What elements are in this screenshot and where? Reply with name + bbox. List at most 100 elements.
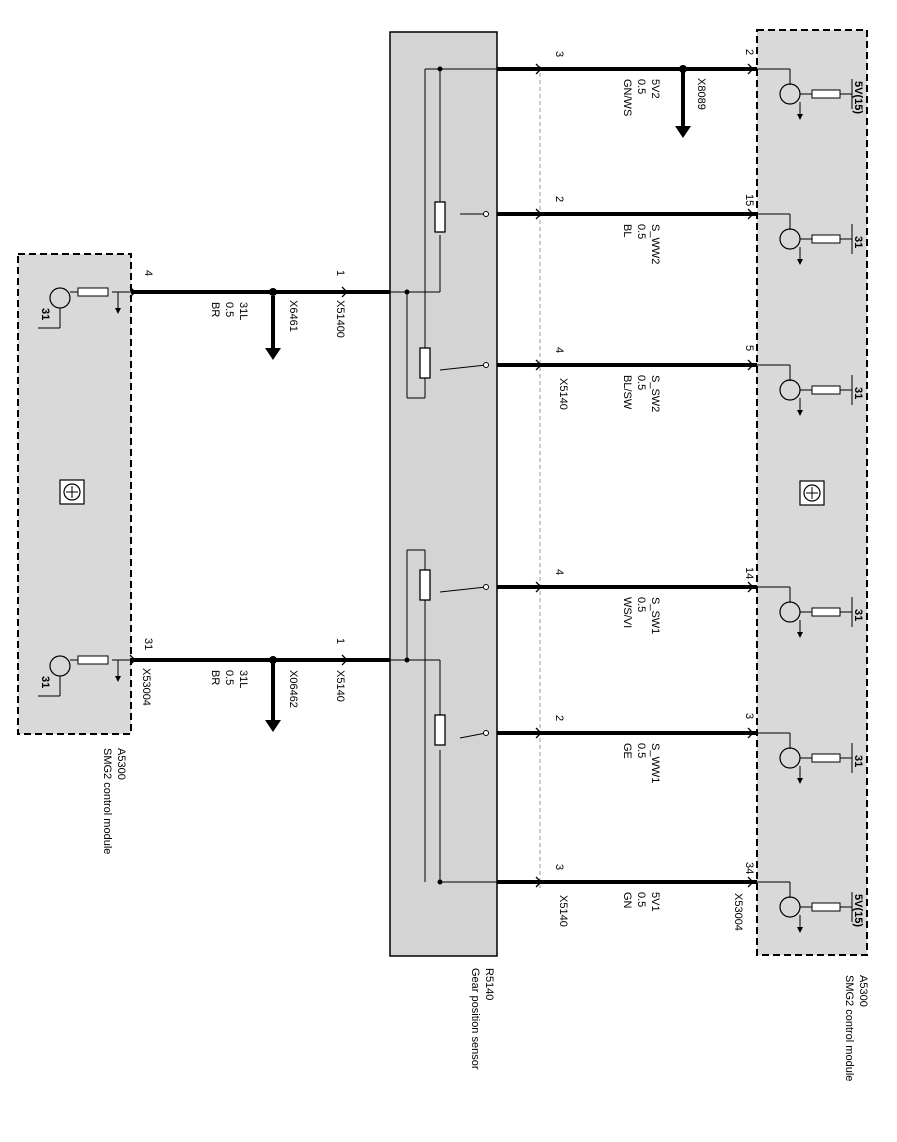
transistor-icon: 31 bbox=[38, 287, 131, 329]
connector-pin-mark bbox=[747, 63, 754, 75]
connector-pin-mark bbox=[747, 876, 754, 888]
sensor-pin-label: 3 bbox=[553, 51, 565, 57]
arrow bbox=[797, 114, 803, 120]
transistor-icon: 31 bbox=[757, 213, 864, 265]
wire-signal-label: 31L bbox=[237, 670, 249, 688]
connector-pin-mark bbox=[535, 876, 542, 888]
wire-signal-label: 5V2 bbox=[649, 79, 661, 99]
module-pin-label: 31 bbox=[142, 638, 154, 650]
connector-pin-mark bbox=[535, 581, 542, 593]
resistor bbox=[811, 89, 841, 99]
module-pin-label: 4 bbox=[142, 270, 154, 276]
wire-gauge-label: 0.5 bbox=[635, 892, 647, 907]
connector-pin-mark bbox=[535, 727, 542, 739]
resistor bbox=[811, 385, 841, 395]
resistor bbox=[77, 287, 109, 297]
connector-pin-mark bbox=[129, 286, 136, 298]
wire-signal-label: 5V1 bbox=[649, 892, 661, 912]
sensor-pin-label: 4 bbox=[553, 569, 565, 575]
wire-color-label: GN/WS bbox=[621, 79, 633, 116]
connector-pin-mark bbox=[129, 654, 136, 666]
connector-ground-lower: X06462 bbox=[287, 670, 299, 708]
sensor-pin-label: 2 bbox=[553, 196, 565, 202]
sensor-id: R5140 bbox=[483, 968, 495, 1000]
ground-label: 31 bbox=[852, 387, 864, 399]
arrow bbox=[115, 676, 121, 682]
transistor-icon: 31 bbox=[757, 586, 864, 638]
potentiometer bbox=[419, 569, 431, 601]
arrow bbox=[797, 927, 803, 933]
connector-pin-mark bbox=[747, 727, 754, 739]
right-module-name: SMG2 control module bbox=[843, 975, 855, 1081]
connector-sensor-right-upper: X5140 bbox=[557, 378, 569, 410]
module-pin-label: 5 bbox=[743, 345, 755, 351]
ground-label: 31 bbox=[852, 609, 864, 621]
connector-ground-upper: X6461 bbox=[287, 300, 299, 332]
arrow bbox=[797, 259, 803, 265]
right-module-connector: X53004 bbox=[732, 893, 744, 931]
resistor bbox=[811, 607, 841, 617]
connector-pin-mark bbox=[747, 359, 754, 371]
ground-label: 31 bbox=[852, 236, 864, 248]
module-pin-label: 34 bbox=[743, 862, 755, 874]
potentiometer bbox=[434, 201, 446, 233]
wire-signal-label: S_SW1 bbox=[649, 597, 661, 634]
connector-pin-mark bbox=[341, 654, 348, 666]
wire-gauge-label: 0.5 bbox=[635, 743, 647, 758]
module-pin-label: 3 bbox=[743, 713, 755, 719]
left-module-name: SMG2 control module bbox=[101, 748, 113, 854]
splice-arrow-icon bbox=[675, 70, 691, 138]
connector-sensor-right-lower: X5140 bbox=[557, 895, 569, 927]
wiper-contact bbox=[483, 730, 489, 736]
wire-color-label: BL bbox=[621, 224, 633, 237]
wire-color-label: GN bbox=[621, 892, 633, 909]
wire-gauge-label: 0.5 bbox=[635, 224, 647, 239]
arrow bbox=[115, 308, 121, 314]
connector-sensor-upper: X51400 bbox=[334, 300, 346, 338]
ground-arrow-icon bbox=[265, 296, 281, 360]
potentiometer bbox=[419, 347, 431, 379]
transistor-icon: 5V(15) bbox=[757, 881, 864, 933]
wire-signal-label: S_WW1 bbox=[649, 743, 661, 783]
sensor-internal-line bbox=[459, 732, 487, 739]
supply-label: 5V(15) bbox=[852, 894, 864, 927]
right-module-id: A5300 bbox=[857, 975, 869, 1007]
supply-label: 5V(15) bbox=[852, 81, 864, 114]
transistor-icon: 5V(15) bbox=[757, 68, 864, 120]
resistor bbox=[811, 234, 841, 244]
junction-dot bbox=[437, 879, 443, 885]
wire-color-label: BR bbox=[209, 302, 221, 317]
sensor-pin-label: 1 bbox=[334, 638, 346, 644]
ground-arrow-icon bbox=[265, 662, 281, 732]
transistor-icon: 31 bbox=[757, 732, 864, 784]
module-pin-label: 2 bbox=[743, 49, 755, 55]
arrow bbox=[797, 632, 803, 638]
left-module-connector: X53004 bbox=[140, 668, 152, 706]
junction-dot bbox=[404, 657, 410, 663]
sensor-name: Gear position sensor bbox=[469, 968, 481, 1070]
transistor-icon: 31 bbox=[757, 364, 864, 416]
resistor bbox=[811, 902, 841, 912]
wire-gauge-label: 0.5 bbox=[635, 375, 647, 390]
connector-pin-mark bbox=[341, 286, 348, 298]
module-pin-label: 14 bbox=[743, 567, 755, 579]
sensor-internal-line bbox=[439, 586, 487, 593]
wire-signal-label: 31L bbox=[237, 302, 249, 320]
arrow bbox=[797, 410, 803, 416]
junction-dot bbox=[404, 289, 410, 295]
wire-color-label: WS/VI bbox=[621, 597, 633, 628]
right-module-symbol-icon bbox=[799, 480, 825, 506]
wiper-contact bbox=[483, 211, 489, 217]
module-pin-label: 15 bbox=[743, 194, 755, 206]
sensor-pin-label: 3 bbox=[553, 864, 565, 870]
transistor-icon: 31 bbox=[38, 655, 131, 697]
wire-gauge-label: 0.5 bbox=[635, 597, 647, 612]
wire-signal-label: S_SW2 bbox=[649, 375, 661, 412]
wire-color-label: BR bbox=[209, 670, 221, 685]
gear-position-sensor-box[interactable] bbox=[389, 31, 498, 957]
left-module-symbol-icon bbox=[59, 479, 85, 505]
wire-gauge-label: 0.5 bbox=[223, 670, 235, 685]
wiper-contact bbox=[483, 584, 489, 590]
resistor bbox=[811, 753, 841, 763]
